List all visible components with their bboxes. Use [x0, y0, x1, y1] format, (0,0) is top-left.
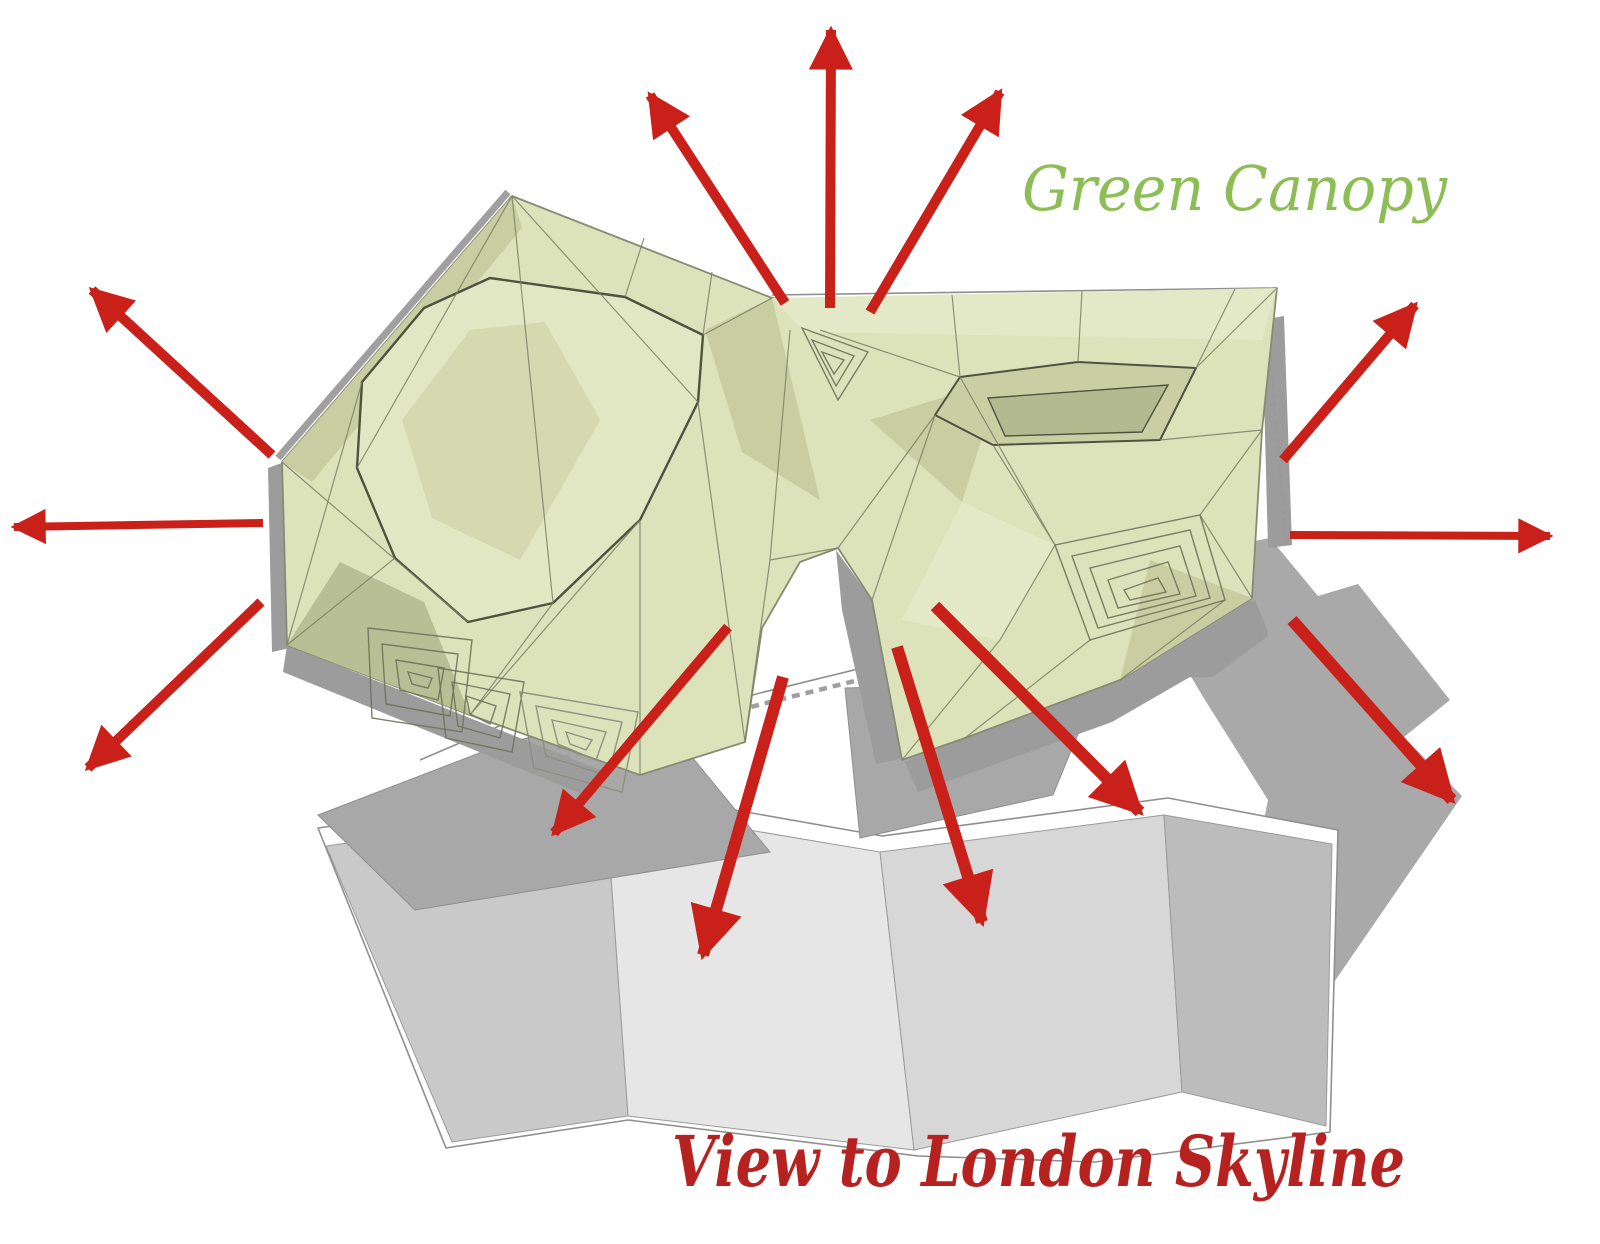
canopy-walls: [268, 189, 1292, 798]
parapet-line: [771, 287, 1269, 296]
green-canopy-label: Green Canopy: [1022, 152, 1448, 225]
view-arrow-left-up: [88, 286, 276, 459]
view-arrow-right: [1289, 518, 1554, 554]
right-wall-hatch: [1266, 329, 1288, 541]
canyon-wall: [836, 550, 903, 764]
skyline-arrow-down-right-shallow: [930, 601, 1145, 817]
view-arrow-left-down: [84, 598, 265, 772]
roof-hatch-left: [367, 627, 639, 793]
view-arrow-up-left: [645, 91, 790, 306]
view-arrow-right-up: [1279, 301, 1419, 464]
skyline-arrow-down-right: [891, 645, 994, 928]
canopy-mesh: [281, 195, 1278, 775]
roof-hatch-right: [1054, 514, 1226, 641]
view-arrow-right-down: [1287, 616, 1457, 804]
canopy-sky-arrows: [10, 25, 1554, 804]
ridge-edge-band: [275, 189, 511, 461]
right-wall-band: [905, 600, 1268, 792]
left-wall-band: [283, 645, 600, 798]
view-arrow-up: [808, 25, 853, 309]
view-arrow-up-right: [865, 88, 1005, 315]
skyline-view-arrows: [550, 601, 1145, 961]
skyline-label: View to London Skyline: [672, 1120, 1405, 1203]
roof-hatch-saddle: [800, 326, 870, 402]
green-canopy-roof: [281, 195, 1278, 793]
view-arrow-left: [10, 508, 264, 545]
skyline-arrow-down-left: [550, 623, 732, 837]
skyline-arrow-down: [690, 675, 789, 961]
